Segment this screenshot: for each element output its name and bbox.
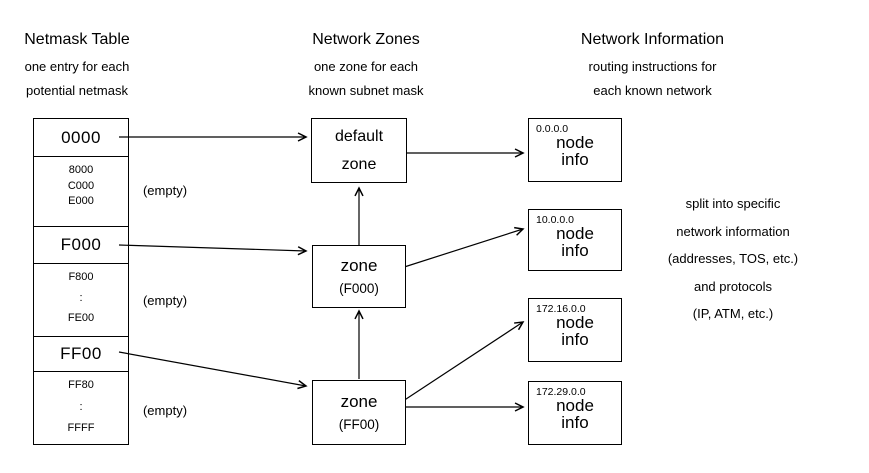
netmask-row-0000: 0000	[34, 119, 128, 156]
netmask-gap-line: FE00	[67, 311, 95, 324]
header-netmask-table: Netmask Table one entry for each potenti…	[1, 30, 153, 99]
zone-label-line1: zone	[340, 392, 378, 411]
network-zones-subtitle-1: one zone for each	[313, 59, 419, 74]
ellipsis-dots: :	[79, 401, 83, 413]
netmask-row-f000: F000	[34, 226, 128, 263]
side-note-line: (IP, ATM, etc.)	[692, 306, 774, 321]
netmask-table-subtitle-1: one entry for each	[24, 59, 130, 74]
zone-box-default: default zone	[311, 118, 407, 183]
network-address: 172.29.0.0	[536, 386, 586, 398]
network-information-subtitle-1: routing instructions for	[588, 59, 717, 74]
zone-label-line1: default	[334, 127, 384, 145]
netmask-table-subtitle-2: potential netmask	[26, 83, 128, 98]
zone-box-f000: zone (F000)	[312, 245, 406, 308]
ellipsis-dots: :	[79, 292, 83, 304]
empty-note-3: (empty)	[142, 403, 188, 418]
netmask-row-label: F000	[60, 235, 102, 254]
netmask-gap-line: E000	[68, 195, 94, 208]
netmask-row-label: FF00	[60, 344, 102, 363]
header-network-zones: Network Zones one zone for each known su…	[291, 30, 441, 99]
network-information-title: Network Information	[580, 31, 725, 48]
network-zones-subtitle-2: known subnet mask	[308, 83, 424, 98]
netmask-row-8000-e000: 8000 C000 E000	[34, 156, 128, 226]
arrow-f000-to-zone-f000	[118, 244, 308, 256]
netmask-gap-line: C000	[67, 179, 95, 192]
node-info-line2: info	[561, 412, 589, 432]
netmask-row-ff80-ffff: FF80 : FFFF	[34, 371, 128, 444]
side-note-line: and protocols	[693, 278, 773, 294]
zone-label-line2: (F000)	[339, 281, 379, 296]
netmask-row-f800-fe00: F800 : FE00	[34, 263, 128, 336]
netmask-table-title: Netmask Table	[24, 31, 130, 48]
empty-note-2: (empty)	[142, 293, 188, 308]
netmask-row-ff00: FF00	[34, 336, 128, 371]
network-box-0-0-0-0: 0.0.0.0 node info	[528, 118, 622, 182]
netmask-gap-line: F800	[68, 271, 94, 283]
node-info-line1: node	[556, 133, 594, 152]
empty-note-1: (empty)	[142, 183, 188, 198]
network-box-10-0-0-0: 10.0.0.0 node info	[528, 209, 622, 271]
network-zones-title: Network Zones	[312, 31, 420, 48]
netmask-gap-line: 8000	[68, 164, 94, 177]
network-address: 0.0.0.0	[536, 123, 569, 135]
node-info-line2: info	[561, 240, 589, 260]
arrow-zone-ff00-to-17216net	[399, 321, 525, 404]
zone-label-line1: zone	[340, 256, 378, 275]
network-information-subtitle-2: each known network	[593, 83, 712, 98]
node-info-line1: node	[556, 396, 594, 415]
node-info-line2: info	[561, 329, 589, 349]
zone-label-line2: (FF00)	[338, 417, 380, 432]
node-info-line1: node	[556, 224, 594, 243]
side-note-line: split into specific	[685, 196, 781, 211]
network-address: 172.16.0.0	[536, 303, 586, 315]
network-box-172-16-0-0: 172.16.0.0 node info	[528, 298, 622, 362]
netmask-table: 0000 8000 C000 E000 F000 F800 : FE00 FF0…	[33, 118, 129, 445]
arrow-zone-f000-to-10net	[397, 226, 525, 270]
netmask-row-label: 0000	[61, 127, 101, 147]
node-info-line1: node	[556, 313, 594, 332]
zone-label-line2: zone	[341, 155, 377, 173]
netmask-gap-line: FF80	[68, 379, 94, 391]
side-note: split into specific network information …	[643, 190, 823, 328]
network-box-172-29-0-0: 172.29.0.0 node info	[528, 381, 622, 445]
zone-box-ff00: zone (FF00)	[312, 380, 406, 445]
network-address: 10.0.0.0	[536, 214, 574, 226]
netmask-gap-line: FFFF	[67, 421, 95, 434]
side-note-line: (addresses, TOS, etc.)	[667, 251, 799, 266]
arrow-ff00-to-zone-ff00	[118, 351, 308, 390]
header-network-information: Network Information routing instructions…	[570, 30, 735, 99]
side-note-line: network information	[676, 223, 790, 239]
node-info-line2: info	[561, 149, 589, 169]
